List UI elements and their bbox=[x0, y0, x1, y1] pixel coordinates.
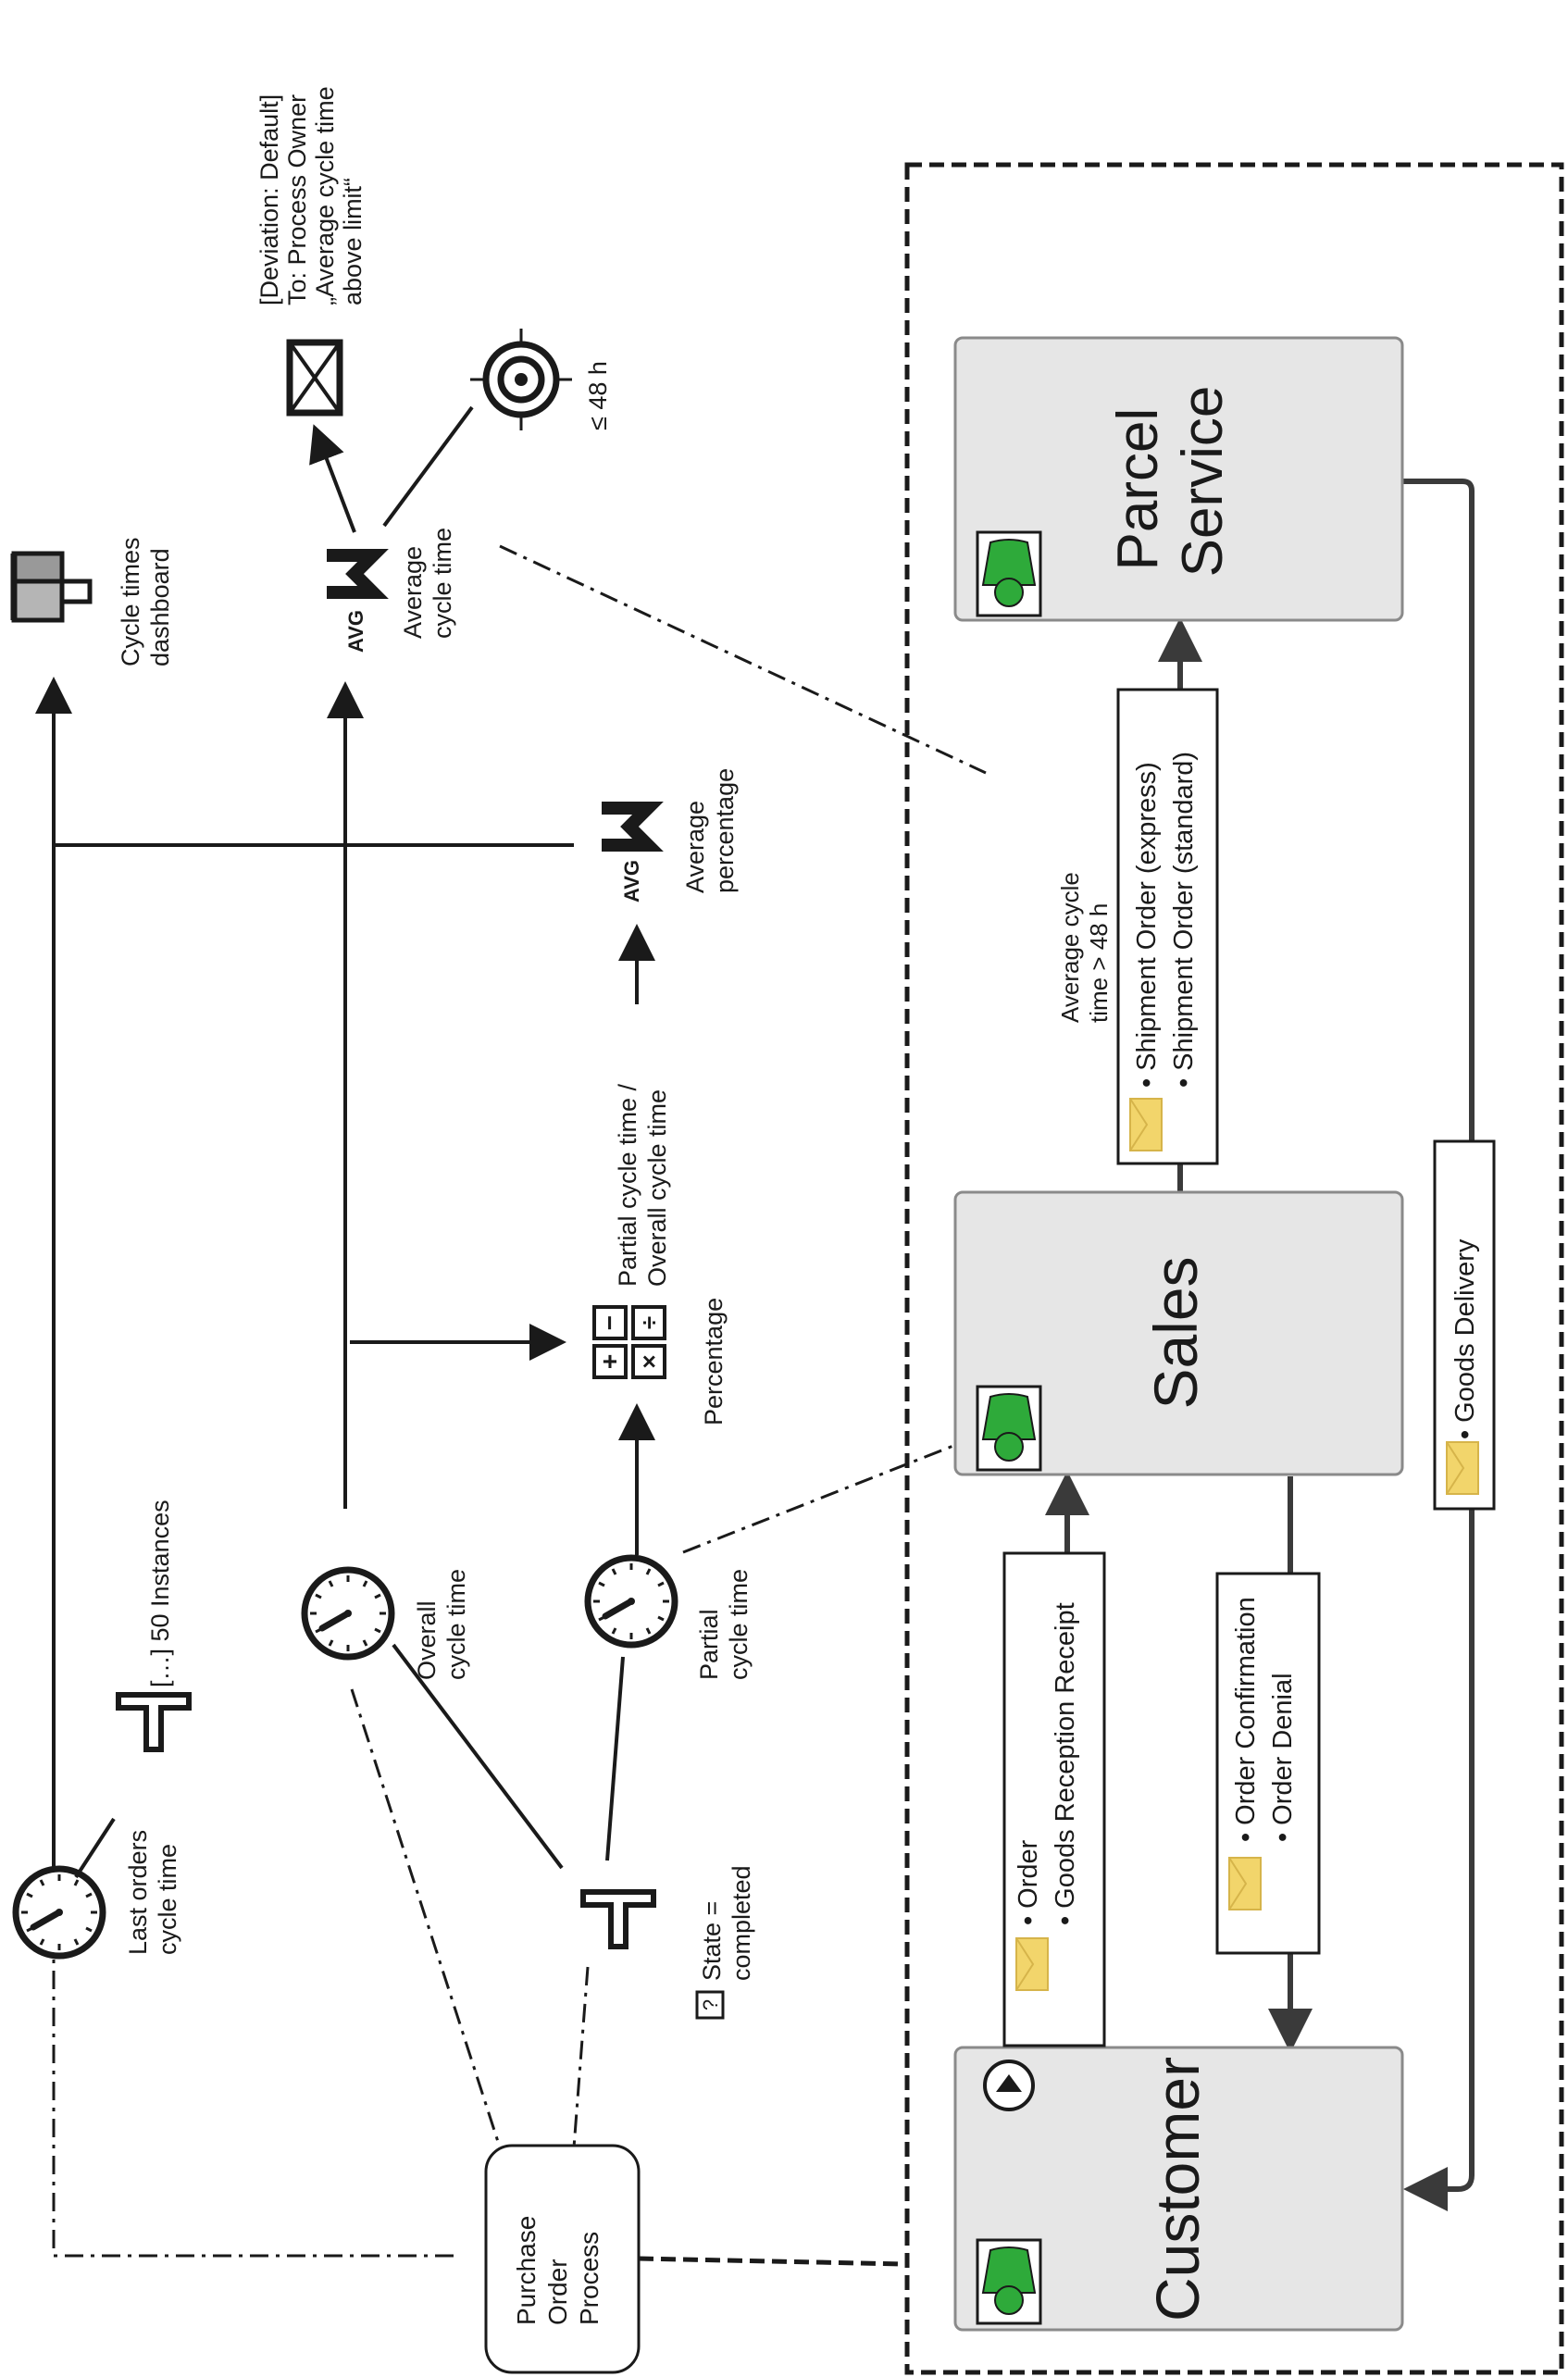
message-item: •Order Denial bbox=[1268, 1673, 1298, 1842]
message-item: •Order Confirmation bbox=[1231, 1597, 1261, 1842]
participant-parcel-service[interactable]: Parcel Service bbox=[953, 336, 1404, 622]
dashboard-label: Cycle times dashboard bbox=[117, 530, 174, 666]
message-item: •Goods Delivery bbox=[1450, 1238, 1480, 1439]
purchase-order-process[interactable]: Purchase Order Process bbox=[484, 2144, 641, 2374]
target-label: ≤ 48 h bbox=[584, 361, 612, 430]
average-percentage-label: Average percentage bbox=[681, 768, 739, 893]
message-envelope-icon bbox=[1129, 1098, 1163, 1151]
average-percentage-avg-icon bbox=[602, 808, 648, 845]
message-item: •Shipment Order (standard) bbox=[1169, 752, 1199, 1088]
calculator-icon: + − × ÷ bbox=[592, 1305, 666, 1379]
percentage-label: Percentage bbox=[700, 1298, 728, 1425]
dashboard-icon bbox=[10, 551, 93, 623]
arrow-to-notification bbox=[309, 424, 356, 533]
partial-cycle-time-clock-icon bbox=[588, 1558, 675, 1645]
svg-text:÷: ÷ bbox=[635, 1316, 663, 1329]
dashdot-link-state-filter bbox=[572, 1966, 590, 2148]
kpi-area: ? + − × ÷ bbox=[10, 80, 987, 2258]
message-envelope-icon bbox=[1446, 1441, 1479, 1495]
connector-overall-filter bbox=[392, 1643, 564, 1870]
customer-label: Customer bbox=[1143, 2057, 1212, 2321]
connector-last-orders-filter bbox=[74, 1817, 116, 1879]
start-event-icon bbox=[983, 2060, 1035, 2111]
message-parcel-to-customer[interactable]: •Goods Delivery bbox=[1433, 1139, 1496, 1511]
message-envelope-icon bbox=[1228, 1857, 1262, 1910]
overall-cycle-time-clock-icon bbox=[305, 1570, 392, 1657]
dashdot-link-avg-condition bbox=[499, 544, 987, 775]
state-filter-funnel-icon bbox=[583, 1892, 653, 1947]
customer-avatar-icon bbox=[976, 2238, 1042, 2325]
condition-label: Average cycle time > 48 h bbox=[1056, 865, 1113, 1023]
sales-avatar-icon bbox=[976, 1385, 1042, 1472]
partial-cycle-time-label: Partial cycle time bbox=[695, 1569, 753, 1680]
svg-text:−: − bbox=[595, 1315, 624, 1330]
message-item: •Order bbox=[1014, 1839, 1043, 1925]
message-item: •Shipment Order (express) bbox=[1132, 762, 1162, 1088]
last-orders-clock-icon bbox=[16, 1869, 103, 1956]
svg-text:?: ? bbox=[699, 1999, 722, 2010]
notification-envelope-icon bbox=[286, 339, 343, 417]
message-envelope-icon bbox=[1015, 1937, 1049, 1991]
average-cycle-time-avg-icon bbox=[327, 555, 373, 592]
participant-customer[interactable]: Customer bbox=[953, 2046, 1404, 2332]
target-icon bbox=[470, 329, 572, 430]
process-container bbox=[904, 162, 1564, 2375]
instances-filter-icon bbox=[118, 1695, 189, 1749]
message-item: •Goods Reception Receipt bbox=[1051, 1602, 1080, 1925]
average-percentage-avg-text: AVG bbox=[620, 860, 643, 902]
process-label: Purchase Order Process bbox=[512, 2209, 604, 2325]
dashdot-link-last-orders bbox=[52, 1958, 454, 2258]
connector-to-target bbox=[382, 405, 474, 528]
message-sales-to-customer[interactable]: •Order Confirmation •Order Denial bbox=[1215, 1572, 1321, 1955]
average-cycle-time-avg-text: AVG bbox=[344, 610, 367, 653]
svg-text:+: + bbox=[595, 1354, 624, 1369]
condition-help-icon: ? bbox=[695, 1990, 725, 2020]
percentage-formula-label: Partial cycle time / Overall cycle time bbox=[614, 1076, 671, 1287]
state-filter-label: State = completed bbox=[698, 1865, 755, 1981]
last-orders-label: Last orders cycle time bbox=[124, 1823, 181, 1955]
process-link-dashed bbox=[638, 2256, 906, 2267]
average-cycle-time-label: Average cycle time bbox=[399, 528, 456, 639]
instances-filter-label: […] 50 Instances bbox=[146, 1500, 174, 1687]
dashdot-link-partial-sales bbox=[682, 1442, 959, 1554]
deviation-label: [Deviation: Default] To: Process Owner „… bbox=[255, 80, 367, 305]
connector-partial-filter bbox=[605, 1656, 625, 1861]
sales-label: Sales bbox=[1141, 1256, 1210, 1409]
dashdot-link-overall bbox=[350, 1688, 502, 2148]
parcel-avatar-icon bbox=[976, 530, 1042, 617]
message-customer-to-sales[interactable]: •Order •Goods Reception Receipt bbox=[1002, 1551, 1106, 2047]
parcel-label: Parcel Service bbox=[1106, 386, 1235, 578]
overall-cycle-time-label: Overall cycle time bbox=[413, 1569, 470, 1680]
svg-text:×: × bbox=[635, 1354, 663, 1368]
participant-sales[interactable]: Sales bbox=[953, 1190, 1404, 1476]
message-sales-to-parcel[interactable]: •Shipment Order (express) •Shipment Orde… bbox=[1116, 688, 1219, 1165]
